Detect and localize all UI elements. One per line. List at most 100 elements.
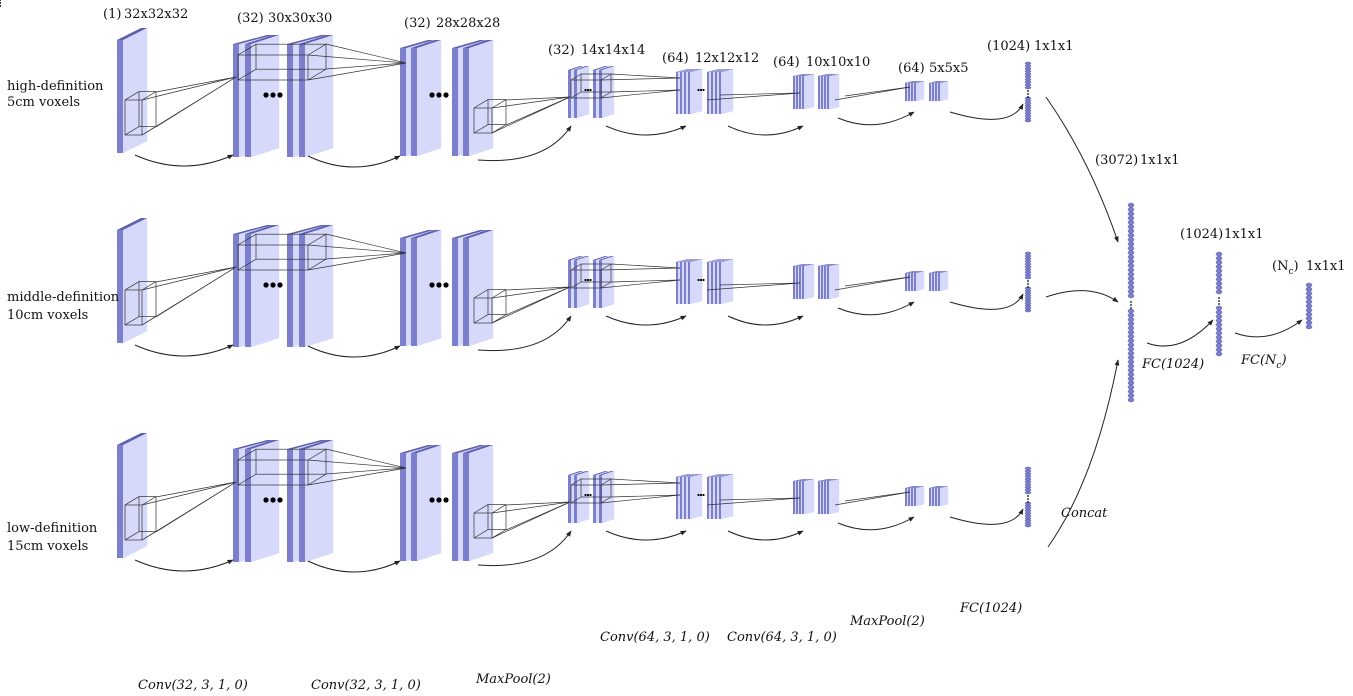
fc1024-pillar-ellipsis [1218, 297, 1220, 305]
slab-side [905, 488, 907, 506]
slab-top [715, 259, 729, 262]
vdot [1027, 283, 1029, 285]
stage-5-channels: (64) [662, 51, 689, 66]
cube-front [124, 289, 143, 326]
slab-face [803, 263, 815, 300]
vdot [1027, 96, 1029, 98]
slab-top [287, 35, 327, 44]
slab-side [684, 477, 686, 519]
high-kline-20 [844, 86, 911, 97]
slab-top [935, 271, 945, 273]
pillar-bead [1127, 280, 1135, 286]
slab-side [914, 83, 916, 101]
slab-top [593, 471, 608, 475]
low-pool1-ellipsis [584, 493, 592, 497]
dot [436, 497, 442, 503]
pillar-bead [1305, 303, 1313, 309]
stage-4-size: 14x14x14 [581, 43, 645, 58]
slab-side [793, 266, 795, 299]
high-conv3-ellipsis [697, 88, 705, 92]
cube-edge [307, 43, 327, 56]
high-arc-conv4 [727, 125, 804, 136]
cube-front [473, 512, 493, 539]
slab-side [799, 266, 801, 299]
cube-edge [473, 504, 489, 514]
slab-top [935, 486, 945, 488]
dot [702, 493, 705, 497]
slab-side [935, 273, 937, 291]
cube-front [124, 504, 143, 541]
pillar-bead [1127, 384, 1135, 390]
pillar-bead [1024, 114, 1032, 118]
slab-top [245, 440, 279, 449]
middle-kline-14 [610, 263, 681, 269]
slab-top [568, 471, 583, 475]
middle-kline-12 [505, 286, 571, 316]
slab-top [802, 479, 814, 481]
slab-face [689, 68, 703, 115]
fc1024-pillar-bottom [1215, 305, 1223, 357]
slab-top [452, 445, 486, 453]
slab-side [827, 481, 829, 514]
slab-side [463, 238, 469, 346]
pillar-bead [1305, 282, 1313, 288]
cube-edge [570, 91, 582, 99]
cube-back [580, 478, 612, 498]
cube-edge [570, 263, 582, 271]
pillar-bead [1127, 220, 1135, 225]
slab-side [929, 83, 931, 101]
middle-pool2-left-slab-3 [914, 270, 925, 292]
slab-top [684, 259, 698, 262]
pillar-bead [1024, 504, 1032, 508]
low-kline-12 [505, 501, 571, 531]
cube-edge [491, 99, 507, 109]
layer-shapes [0, 0, 1313, 563]
slab-top [568, 66, 583, 70]
slab-side [676, 72, 678, 114]
low-arc-fc1 [949, 508, 1024, 525]
middle-conv1-ellipsis [263, 282, 283, 288]
slab-top [676, 69, 690, 72]
slab-side [911, 273, 913, 291]
cube-edge [307, 233, 327, 246]
op-fc1-label: FC(1024) [959, 601, 1022, 616]
low-arc-conv3 [605, 530, 687, 541]
slab-side [452, 238, 458, 346]
pillar-bead [1024, 306, 1032, 310]
middle-conv1-d [299, 224, 334, 348]
pillar-bead [1127, 241, 1135, 247]
middle-conv2-kernel [473, 289, 507, 324]
row-middle-label-1: middle-definition [7, 290, 120, 305]
low-conv2-ellipsis [429, 497, 449, 503]
middle-kline-13 [600, 267, 681, 271]
pillar-bead [1127, 254, 1135, 260]
pillar-bead [1024, 474, 1032, 479]
pillar-bead [1127, 338, 1135, 344]
dot [586, 493, 590, 497]
pillar-bead [1024, 259, 1032, 264]
pillar-bead [1024, 521, 1032, 525]
low-kline-13 [600, 482, 681, 486]
slab-top [938, 271, 948, 273]
slab-top [117, 433, 147, 445]
slab-top [676, 474, 690, 477]
slab-side [929, 488, 931, 506]
low-conv4-right-slab-3 [827, 478, 840, 515]
slab-top [411, 40, 441, 48]
low-kline-15 [600, 494, 681, 504]
slab-top [707, 259, 721, 262]
low-kline-20 [844, 491, 911, 502]
middle-kline-19 [834, 276, 911, 291]
slab-top [799, 74, 811, 76]
pillar-bead [1024, 477, 1032, 481]
vdot [1027, 286, 1029, 288]
cube-front [473, 297, 493, 324]
dot [263, 282, 269, 288]
cube-edge [237, 448, 257, 461]
pillar-bead [1024, 480, 1032, 484]
slab-top [711, 259, 725, 262]
pillar-bead [1215, 276, 1223, 282]
op-conv3-label: Conv(64, 3, 1, 0) [600, 630, 710, 645]
slab-top [929, 271, 939, 273]
slab-top [802, 74, 814, 76]
